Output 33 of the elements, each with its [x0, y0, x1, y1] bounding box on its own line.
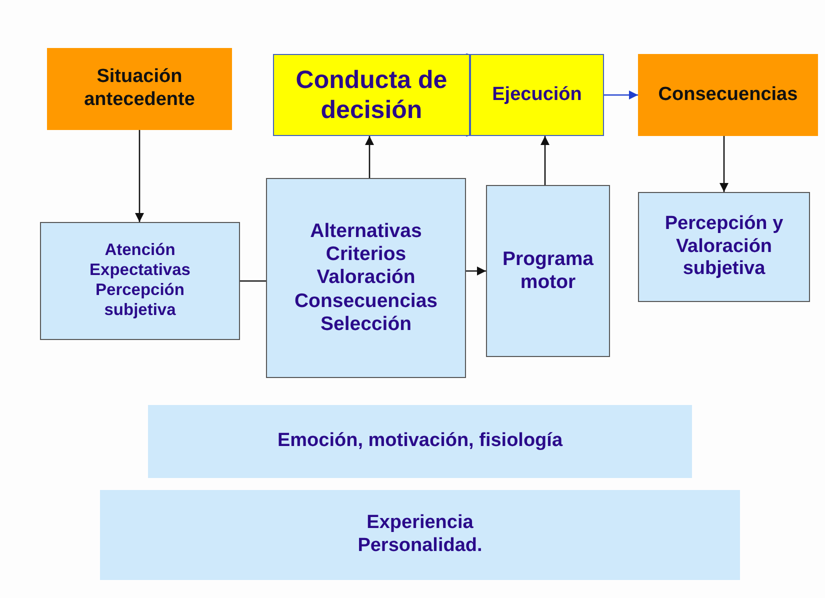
process-box	[40, 222, 240, 340]
node-label: Consecuencias	[658, 84, 798, 106]
arrow	[135, 130, 144, 222]
node-label: Personalidad.	[358, 535, 482, 558]
node-label: Atención	[104, 241, 176, 262]
node-label: Expectativas	[90, 261, 190, 281]
node-label: Percepción y Valoración subjetiva	[664, 212, 784, 282]
process-box	[638, 54, 818, 136]
node-label: Ejecución	[492, 84, 582, 106]
node-label: Percepción subjetiva	[94, 281, 186, 321]
node-label: Consecuencias	[294, 290, 438, 314]
node-label: Criterios	[326, 242, 406, 266]
node-label: Programa motor	[501, 248, 595, 294]
process-box	[266, 178, 466, 378]
process-box	[486, 185, 610, 357]
arrow	[604, 90, 638, 100]
process-box	[470, 54, 604, 136]
process-box	[100, 490, 740, 580]
node-label: Situación antecedente	[83, 66, 196, 112]
process-box	[148, 405, 692, 478]
node-label: Selección	[320, 313, 412, 336]
process-box	[47, 48, 232, 130]
arrow	[720, 136, 728, 192]
node-label: Valoración	[316, 266, 416, 290]
node-label: Conducta de decisión	[294, 65, 448, 125]
node-label: Experiencia	[366, 512, 474, 535]
process-box	[273, 54, 470, 136]
node-label: Emoción, motivación, fisiología	[277, 430, 563, 453]
arrow	[540, 136, 550, 185]
arrow	[365, 136, 374, 178]
node-label: Alternativas	[310, 220, 422, 243]
process-box	[638, 192, 810, 302]
arrow	[466, 266, 486, 276]
